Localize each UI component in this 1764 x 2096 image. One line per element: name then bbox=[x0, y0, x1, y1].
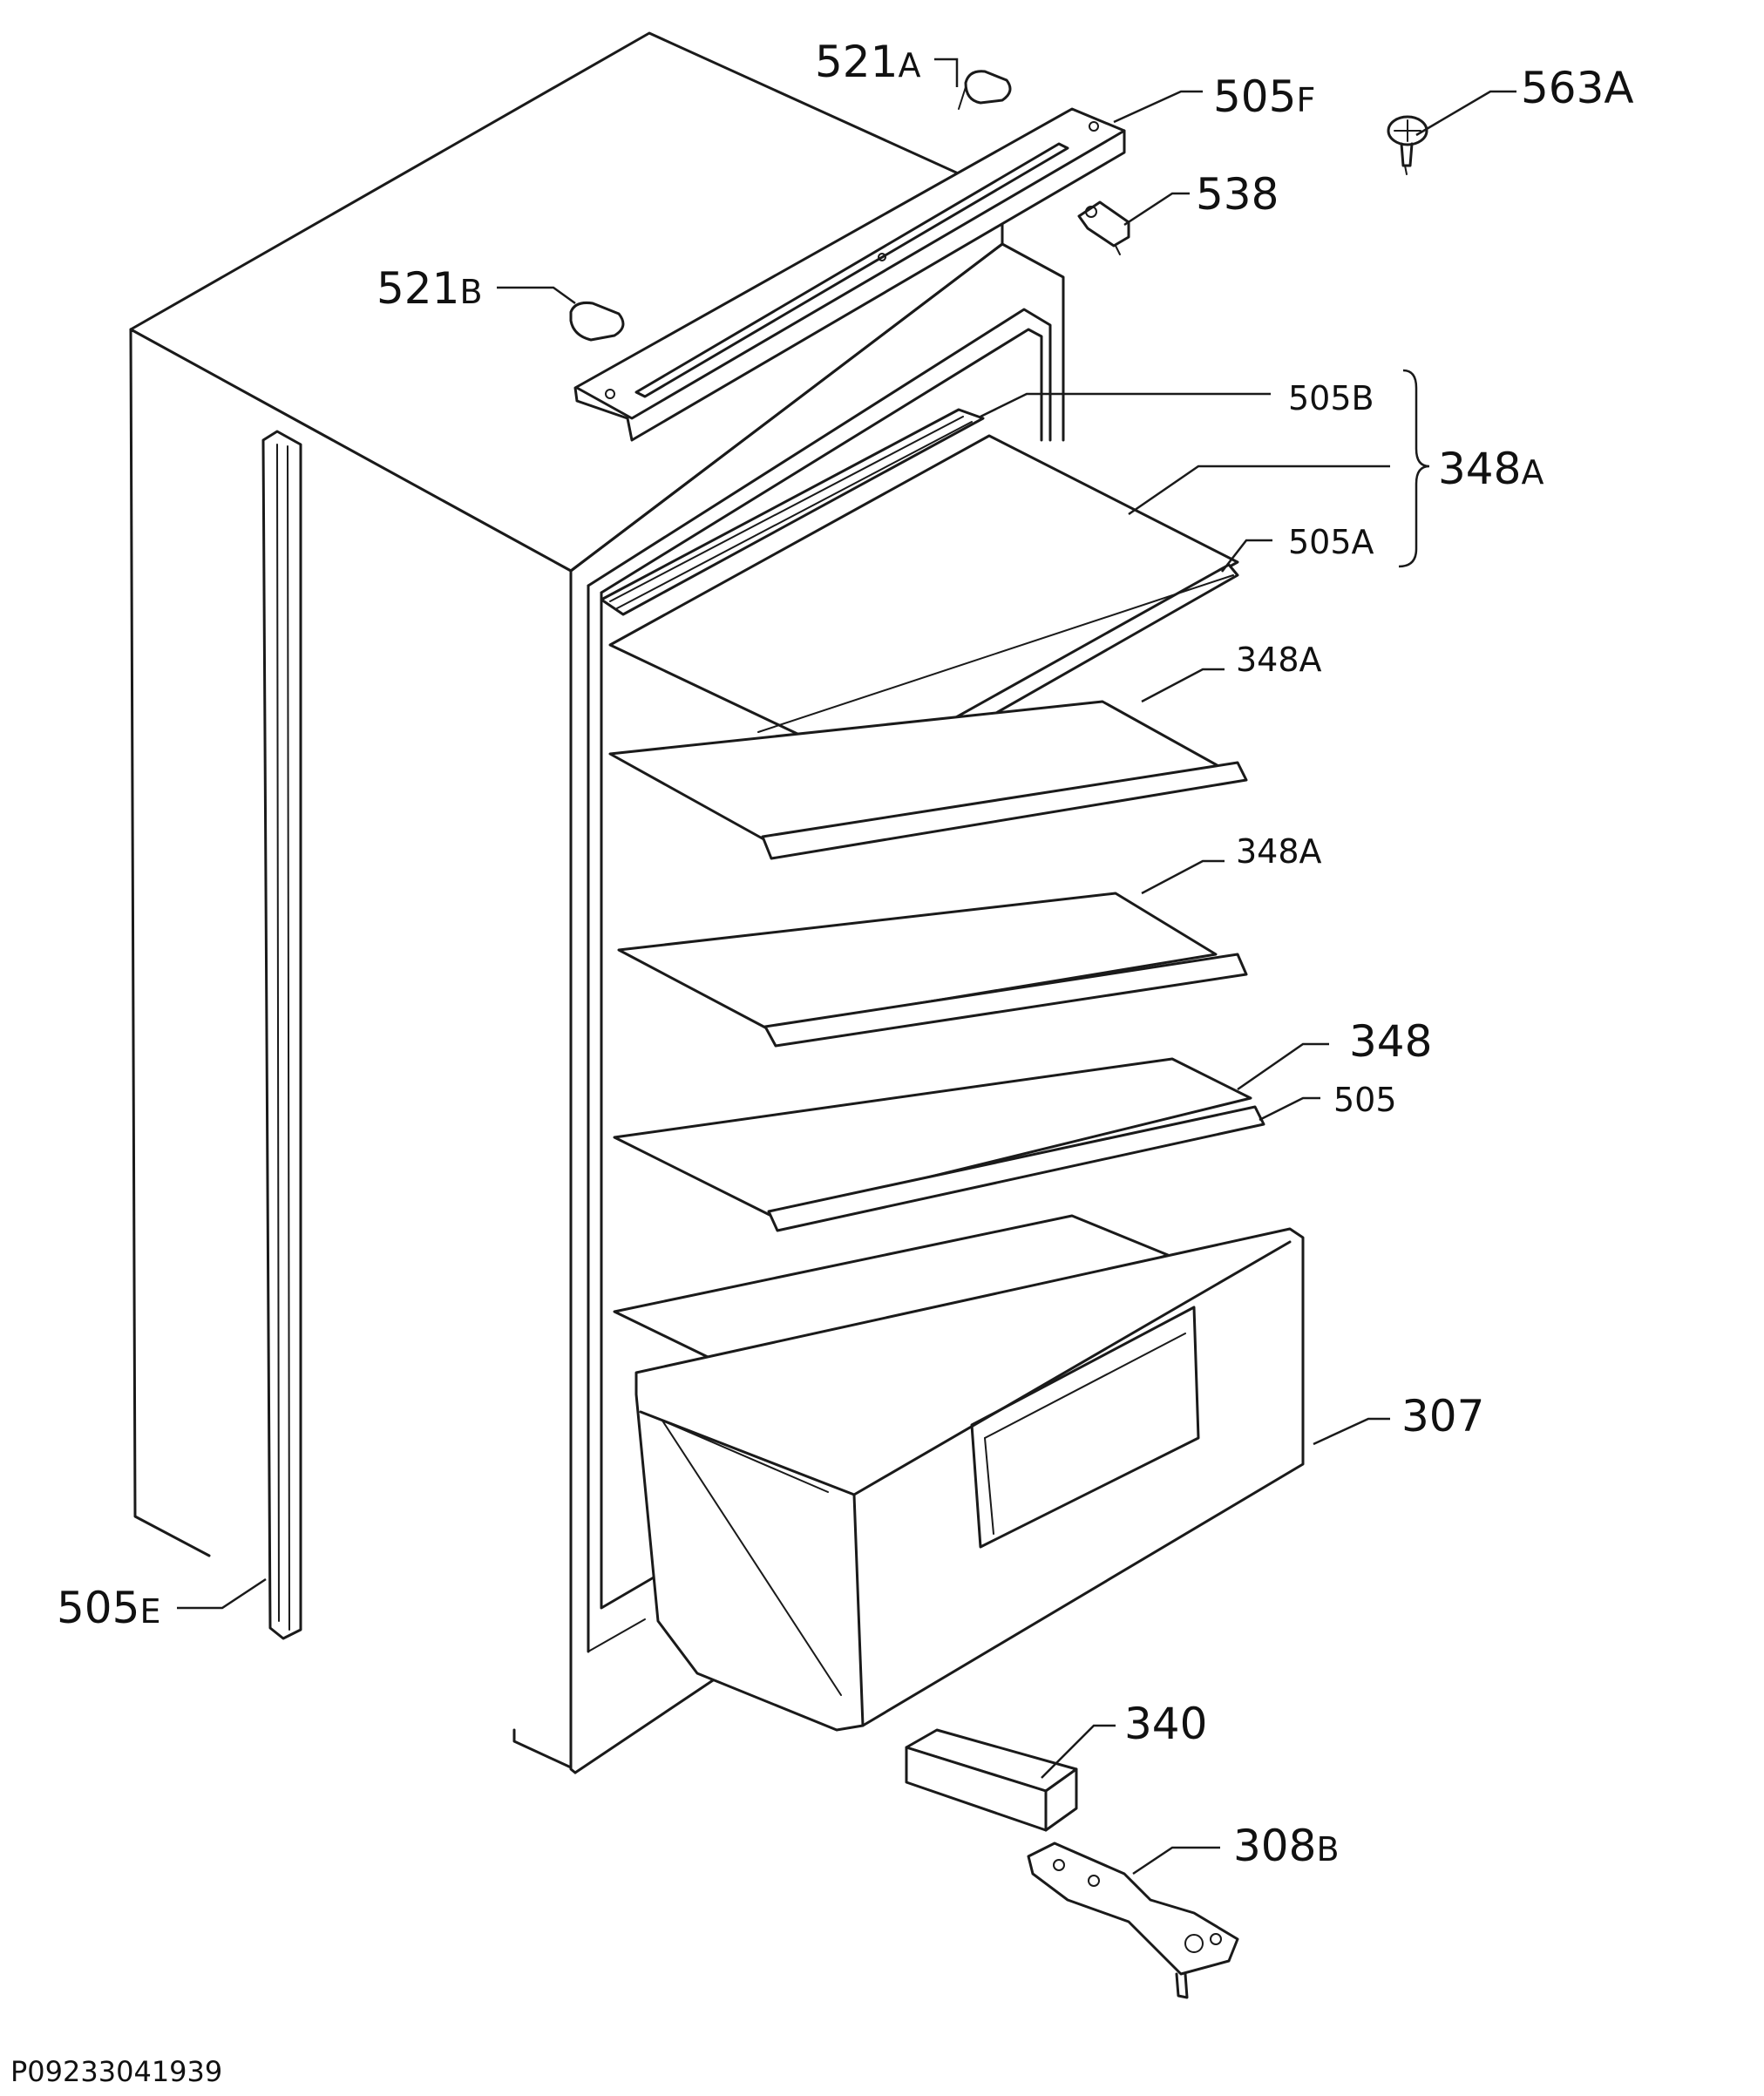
shelf-top-trim-505b bbox=[600, 408, 985, 616]
callout-505f: 505F bbox=[1213, 71, 1315, 122]
block-340 bbox=[905, 1728, 1078, 1832]
callout-505: 505 bbox=[1333, 1081, 1397, 1119]
shelf-4 bbox=[613, 1057, 1265, 1232]
cap-521a bbox=[958, 70, 1012, 110]
callout-340: 340 bbox=[1124, 1699, 1207, 1749]
callout-505b: 505B bbox=[1288, 379, 1374, 417]
callout-521a: 521A bbox=[815, 37, 920, 87]
callout-521b: 521B bbox=[377, 263, 483, 314]
screw-563a bbox=[1387, 115, 1428, 175]
callout-505a: 505A bbox=[1288, 523, 1374, 561]
callout-labels: 521A 505F 563A 538 521B 505B 348A 505A 3… bbox=[57, 37, 1634, 1871]
shelf-3 bbox=[617, 892, 1248, 1048]
callout-307: 307 bbox=[1401, 1391, 1484, 1441]
callout-348a-2: 348A bbox=[1236, 641, 1322, 679]
drawing-code: P09233041939 bbox=[10, 2055, 222, 2088]
callout-348a-3: 348A bbox=[1236, 832, 1322, 871]
door-gasket-505e bbox=[261, 430, 302, 1640]
crisper-drawer bbox=[634, 1227, 1305, 1732]
callout-348: 348 bbox=[1349, 1016, 1432, 1067]
callout-563a: 563A bbox=[1521, 63, 1634, 113]
cabinet bbox=[129, 31, 1065, 1774]
callout-505e: 505E bbox=[57, 1583, 160, 1633]
hinge-308b bbox=[1027, 1842, 1239, 1999]
callout-308b: 308B bbox=[1233, 1821, 1340, 1871]
callout-538: 538 bbox=[1196, 169, 1279, 220]
callout-348a-group: 348A bbox=[1438, 444, 1544, 494]
cap-521b bbox=[569, 302, 625, 342]
shelf-2 bbox=[608, 700, 1248, 860]
top-trim-bar bbox=[573, 107, 1126, 442]
bracket-538 bbox=[1077, 200, 1130, 255]
leader-lines bbox=[177, 58, 1516, 1876]
